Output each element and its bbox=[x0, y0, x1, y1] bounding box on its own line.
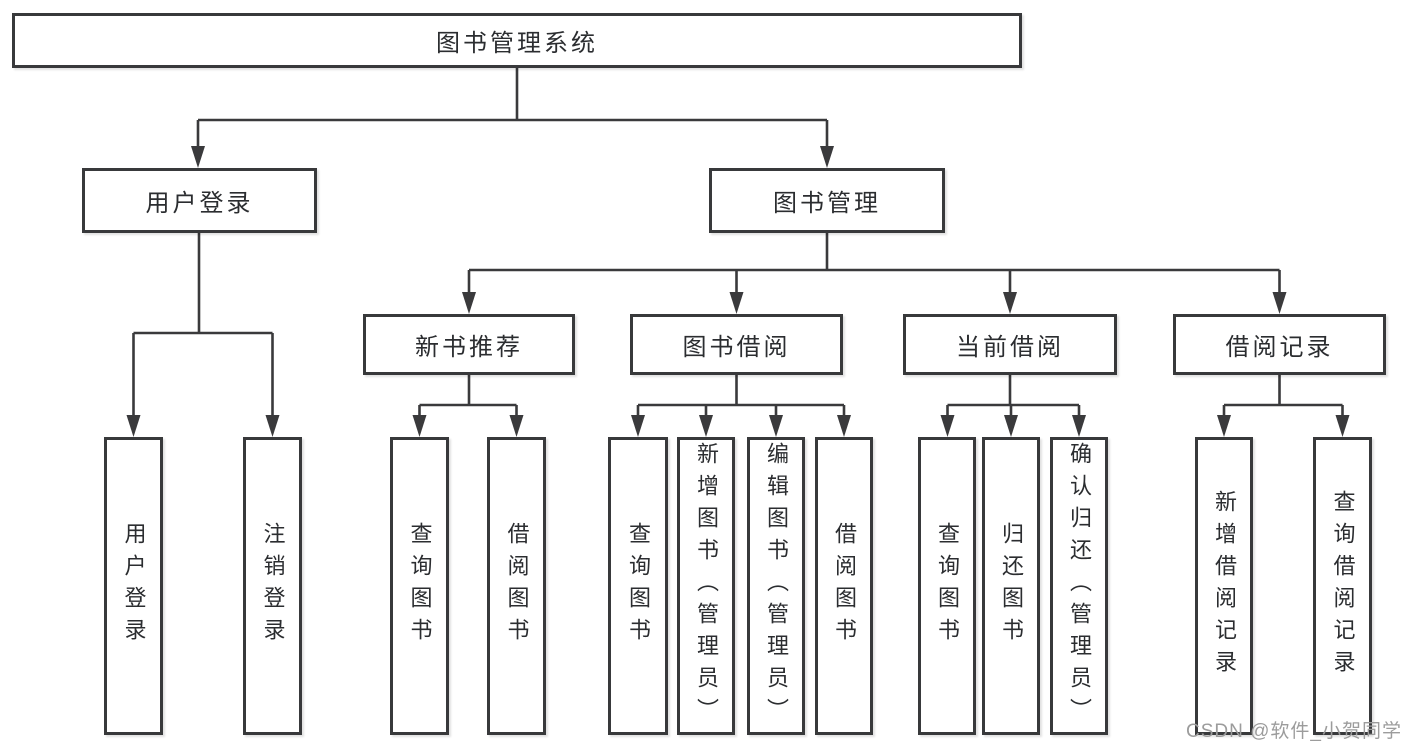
node-label: 当前借阅 bbox=[956, 334, 1064, 361]
node-new-book-recommendation: 新书推荐 bbox=[363, 314, 575, 375]
node-user-login: 用户登录 bbox=[82, 168, 317, 233]
leaf-label: 新增图书（管理员） bbox=[694, 442, 719, 730]
leaf-logout: 注销登录 bbox=[243, 437, 302, 735]
leaf-label: 查询借阅记录 bbox=[1330, 490, 1356, 682]
node-current-borrowing: 当前借阅 bbox=[903, 314, 1117, 375]
leaf-label: 归还图书 bbox=[999, 522, 1024, 650]
leaf-label: 查询图书 bbox=[407, 522, 433, 650]
node-label: 借阅记录 bbox=[1225, 334, 1334, 361]
node-book-borrowing: 图书借阅 bbox=[630, 314, 843, 375]
leaf-add-borrow-record: 新增借阅记录 bbox=[1195, 437, 1253, 735]
node-label: 新书推荐 bbox=[415, 334, 523, 361]
leaf-query-books-recommend: 查询图书 bbox=[390, 437, 449, 735]
node-label: 图书借阅 bbox=[682, 334, 791, 361]
node-label: 图书管理 bbox=[773, 190, 881, 217]
leaf-label: 新增借阅记录 bbox=[1212, 490, 1237, 682]
node-borrowing-records: 借阅记录 bbox=[1173, 314, 1386, 375]
leaf-add-book-admin: 新增图书（管理员） bbox=[677, 437, 735, 735]
leaf-query-books-borrowing: 查询图书 bbox=[608, 437, 668, 735]
leaf-label: 查询图书 bbox=[935, 522, 960, 650]
leaf-edit-book-admin: 编辑图书（管理员） bbox=[747, 437, 805, 735]
leaf-label: 确认归还（管理员） bbox=[1067, 442, 1092, 730]
node-book-management: 图书管理 bbox=[709, 168, 945, 233]
leaf-user-login: 用户登录 bbox=[104, 437, 163, 735]
leaf-query-books-current: 查询图书 bbox=[918, 437, 976, 735]
leaf-confirm-return-admin: 确认归还（管理员） bbox=[1050, 437, 1108, 735]
leaf-borrow-books: 借阅图书 bbox=[815, 437, 873, 735]
leaf-label: 借阅图书 bbox=[832, 522, 857, 650]
node-label: 图书管理系统 bbox=[436, 30, 598, 57]
leaf-query-borrow-record: 查询借阅记录 bbox=[1313, 437, 1372, 735]
leaf-label: 借阅图书 bbox=[504, 522, 530, 650]
leaf-label: 查询图书 bbox=[626, 522, 651, 650]
leaf-borrow-books-recommend: 借阅图书 bbox=[487, 437, 546, 735]
leaf-label: 注销登录 bbox=[260, 522, 286, 650]
leaf-label: 用户登录 bbox=[121, 522, 147, 650]
leaf-label: 编辑图书（管理员） bbox=[764, 442, 789, 730]
leaf-return-book: 归还图书 bbox=[982, 437, 1040, 735]
node-label: 用户登录 bbox=[145, 190, 254, 217]
csdn-watermark: CSDN @软件_小贺同学 bbox=[1186, 721, 1402, 742]
node-library-management-system: 图书管理系统 bbox=[12, 13, 1022, 68]
